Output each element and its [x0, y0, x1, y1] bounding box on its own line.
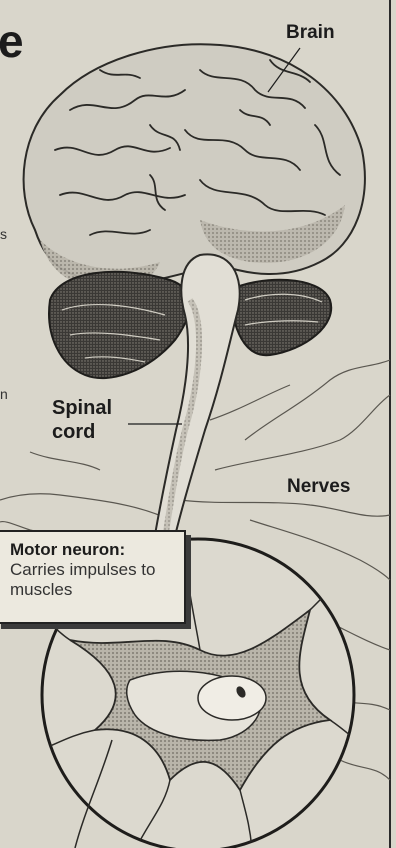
nerves-label: Nerves: [287, 476, 350, 498]
callout-description: Carries impulses to muscles: [10, 560, 180, 600]
brain-label: Brain: [286, 22, 335, 44]
motor-neuron-callout: Motor neuron: Carries impulses to muscle…: [0, 530, 186, 624]
neuron-nucleus: [198, 676, 266, 720]
edge-mark-1: s: [0, 226, 7, 242]
heading-fragment: e: [0, 14, 23, 68]
callout-title: Motor neuron:: [10, 540, 184, 560]
spinal-cord-label: Spinal cord: [52, 396, 142, 444]
edge-mark-2: n: [0, 386, 8, 402]
brain-cerebellum: [49, 272, 189, 378]
